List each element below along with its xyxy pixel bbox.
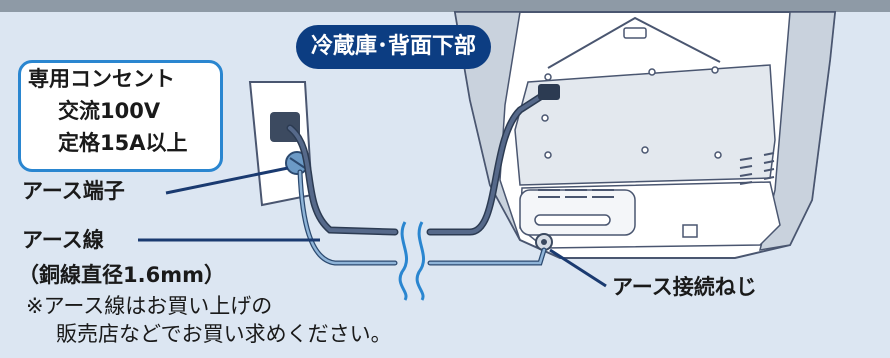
fridge-foot xyxy=(682,224,698,238)
earth-wire-spec-label: （銅線直径1.6mm） xyxy=(18,263,225,287)
cable-break-marks xyxy=(398,221,425,301)
note-line2: 販売店などでお買い求めください。 xyxy=(56,322,392,346)
outlet-label-line1: 専用コンセント xyxy=(28,67,175,91)
fridge-slot xyxy=(534,214,611,226)
earth-terminal-label: アース端子 xyxy=(22,179,125,203)
outlet-label-box xyxy=(18,60,223,172)
fridge-handle xyxy=(623,27,647,39)
fridge-plug-icon xyxy=(538,84,560,100)
fridge-left-side xyxy=(454,11,521,241)
leader-lines xyxy=(138,166,607,288)
outlet-label-line2: 交流100V xyxy=(58,99,161,123)
fridge-back-panel xyxy=(514,64,776,186)
outlet-label-line3: 定格15A以上 xyxy=(58,131,188,155)
earth-screw-label: アース接続ねじ xyxy=(612,275,757,299)
earth-wire-label: アース線 xyxy=(22,228,104,252)
fridge-back-label: 冷蔵庫･背面下部 xyxy=(296,25,492,69)
note-line1: ※アース線はお買い上げの xyxy=(26,294,273,318)
fridge-vent-slots xyxy=(538,189,614,198)
fridge-screws xyxy=(541,66,722,159)
fridge-roof-line xyxy=(547,16,721,69)
top-border xyxy=(0,0,890,12)
fridge-side-vents xyxy=(739,152,775,185)
